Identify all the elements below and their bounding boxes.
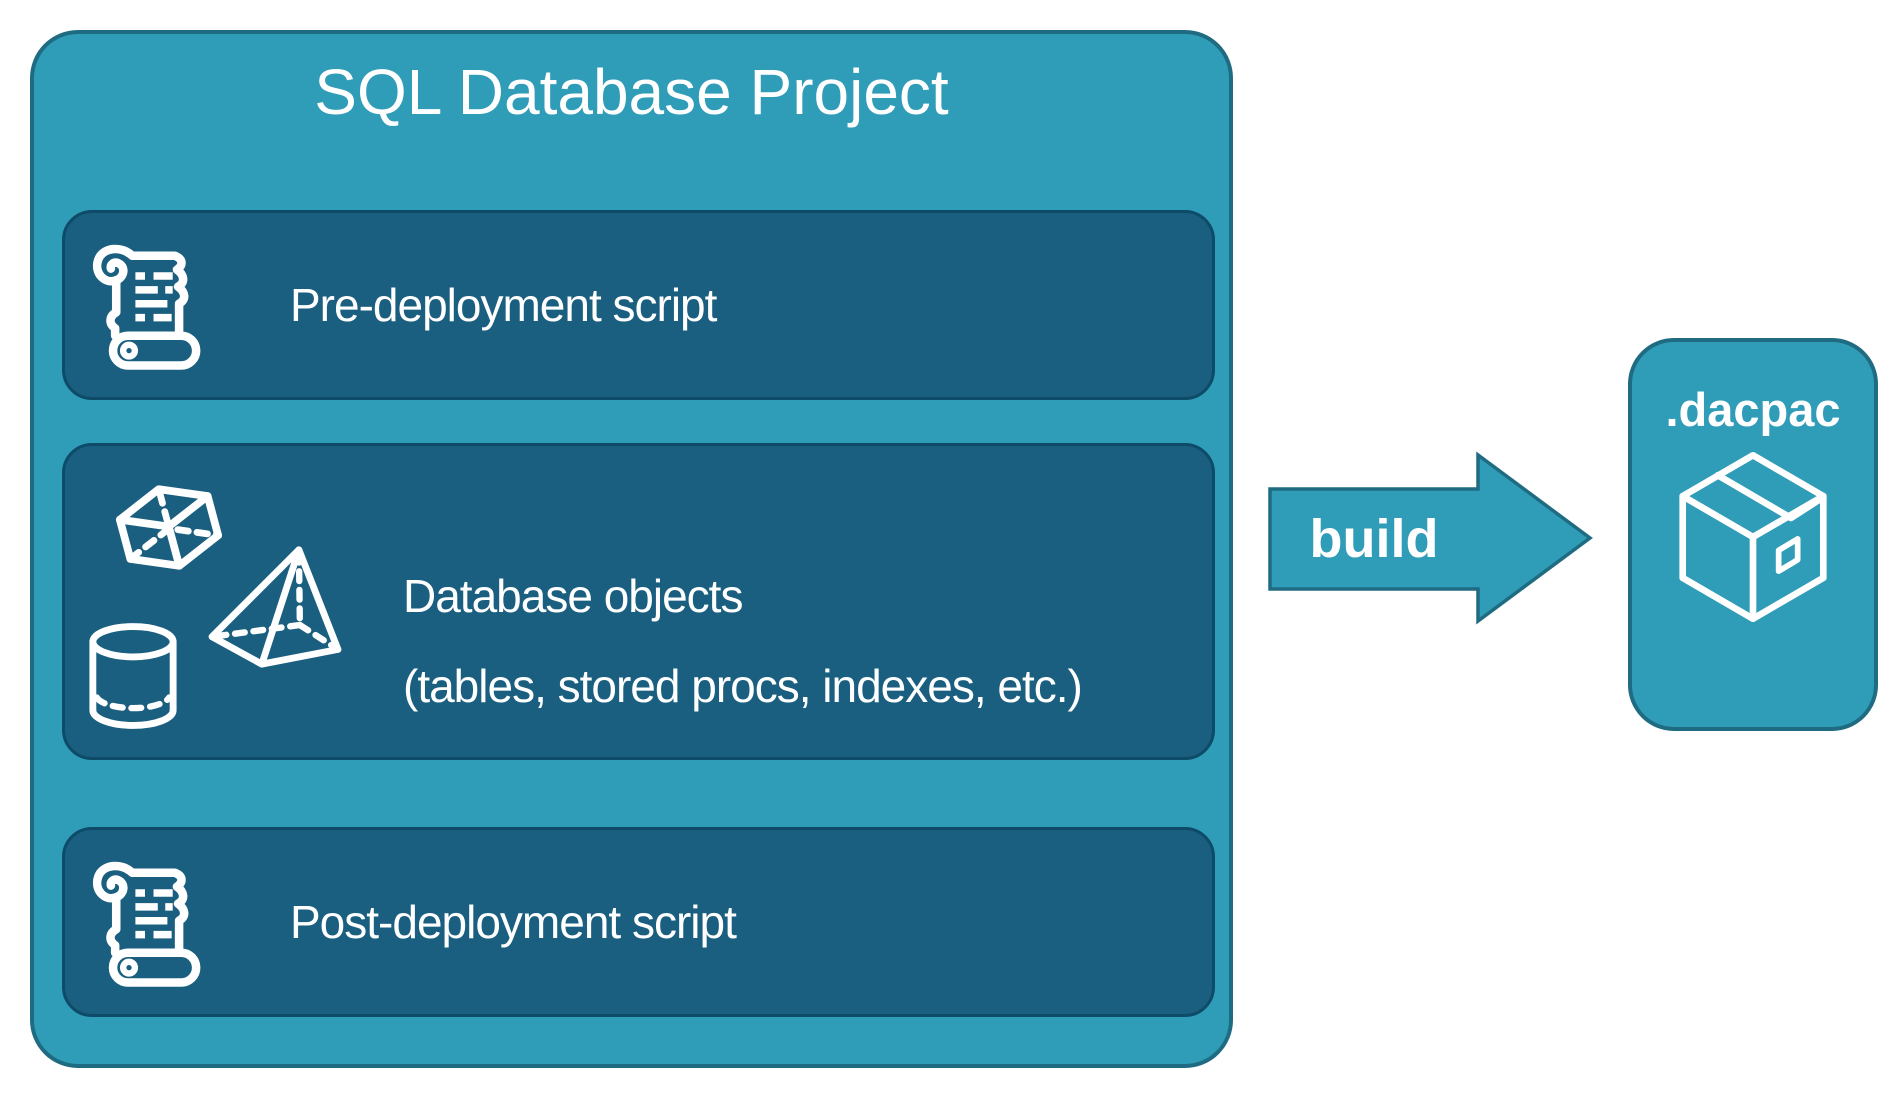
- post-deployment-label: Post-deployment script: [290, 896, 737, 948]
- dacpac-box: .dacpac: [1628, 338, 1878, 731]
- scroll-icon: [89, 860, 201, 990]
- build-label: build: [1309, 509, 1439, 569]
- scroll-icon: [89, 243, 201, 373]
- cube-icon: [99, 464, 239, 590]
- database-objects-line1: Database objects: [403, 570, 743, 622]
- right-arrow-icon: [1268, 451, 1594, 625]
- cylinder-icon: [86, 623, 180, 729]
- pre-deployment-label: Pre-deployment script: [290, 279, 717, 331]
- post-deployment-panel: Post-deployment script: [62, 827, 1215, 1017]
- dacpac-label: .dacpac: [1665, 383, 1841, 436]
- database-objects-line2: (tables, stored procs, indexes, etc.): [403, 660, 1083, 712]
- pyramid-icon: [206, 543, 343, 668]
- project-title: SQL Database Project: [314, 56, 949, 128]
- package-icon: [1658, 442, 1848, 632]
- pre-deployment-panel: Pre-deployment script: [62, 210, 1215, 400]
- database-objects-label: Database objects (tables, stored procs, …: [403, 551, 1083, 731]
- database-objects-panel: Database objects (tables, stored procs, …: [62, 443, 1215, 760]
